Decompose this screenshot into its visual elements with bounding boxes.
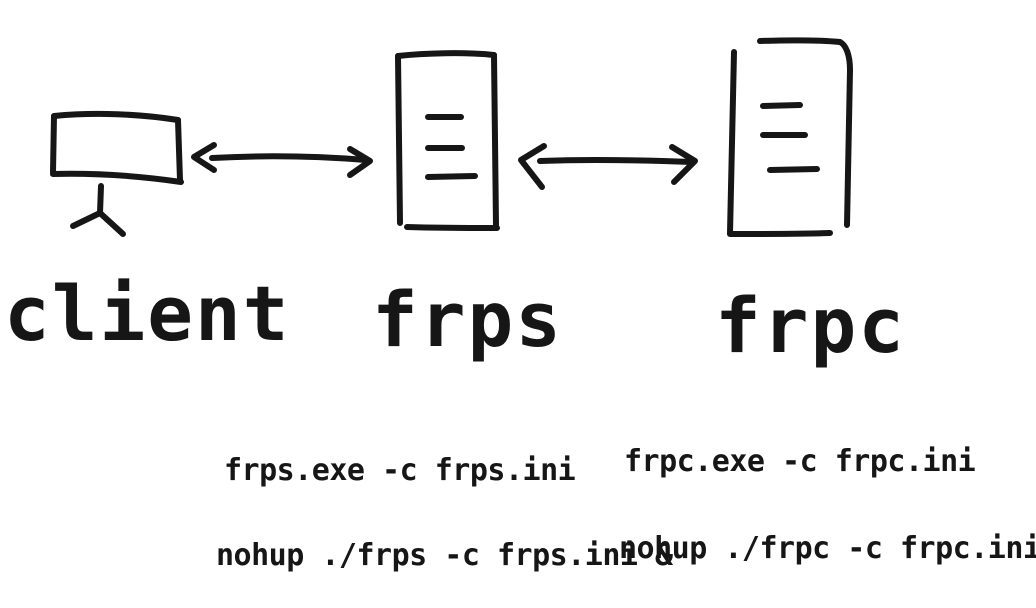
frps-command-2: nohup ./frps -c frps.ini & (216, 538, 673, 573)
monitor-icon (50, 110, 184, 237)
frps-command-1: frps.exe -c frps.ini (224, 453, 576, 488)
frpc-label: frpc (715, 281, 907, 370)
frps-label: frps (372, 275, 564, 364)
frpc-command-2: nohup ./frpc -c frpc.ini & (619, 531, 1036, 566)
server-icon (727, 37, 853, 237)
connection-arrow-frps-frpc (518, 143, 698, 190)
frpc-command-1: frpc.exe -c frpc.ini (624, 444, 976, 479)
client-label: client (4, 269, 291, 358)
connection-arrow-client-frps (191, 142, 373, 178)
server-icon (395, 50, 500, 231)
